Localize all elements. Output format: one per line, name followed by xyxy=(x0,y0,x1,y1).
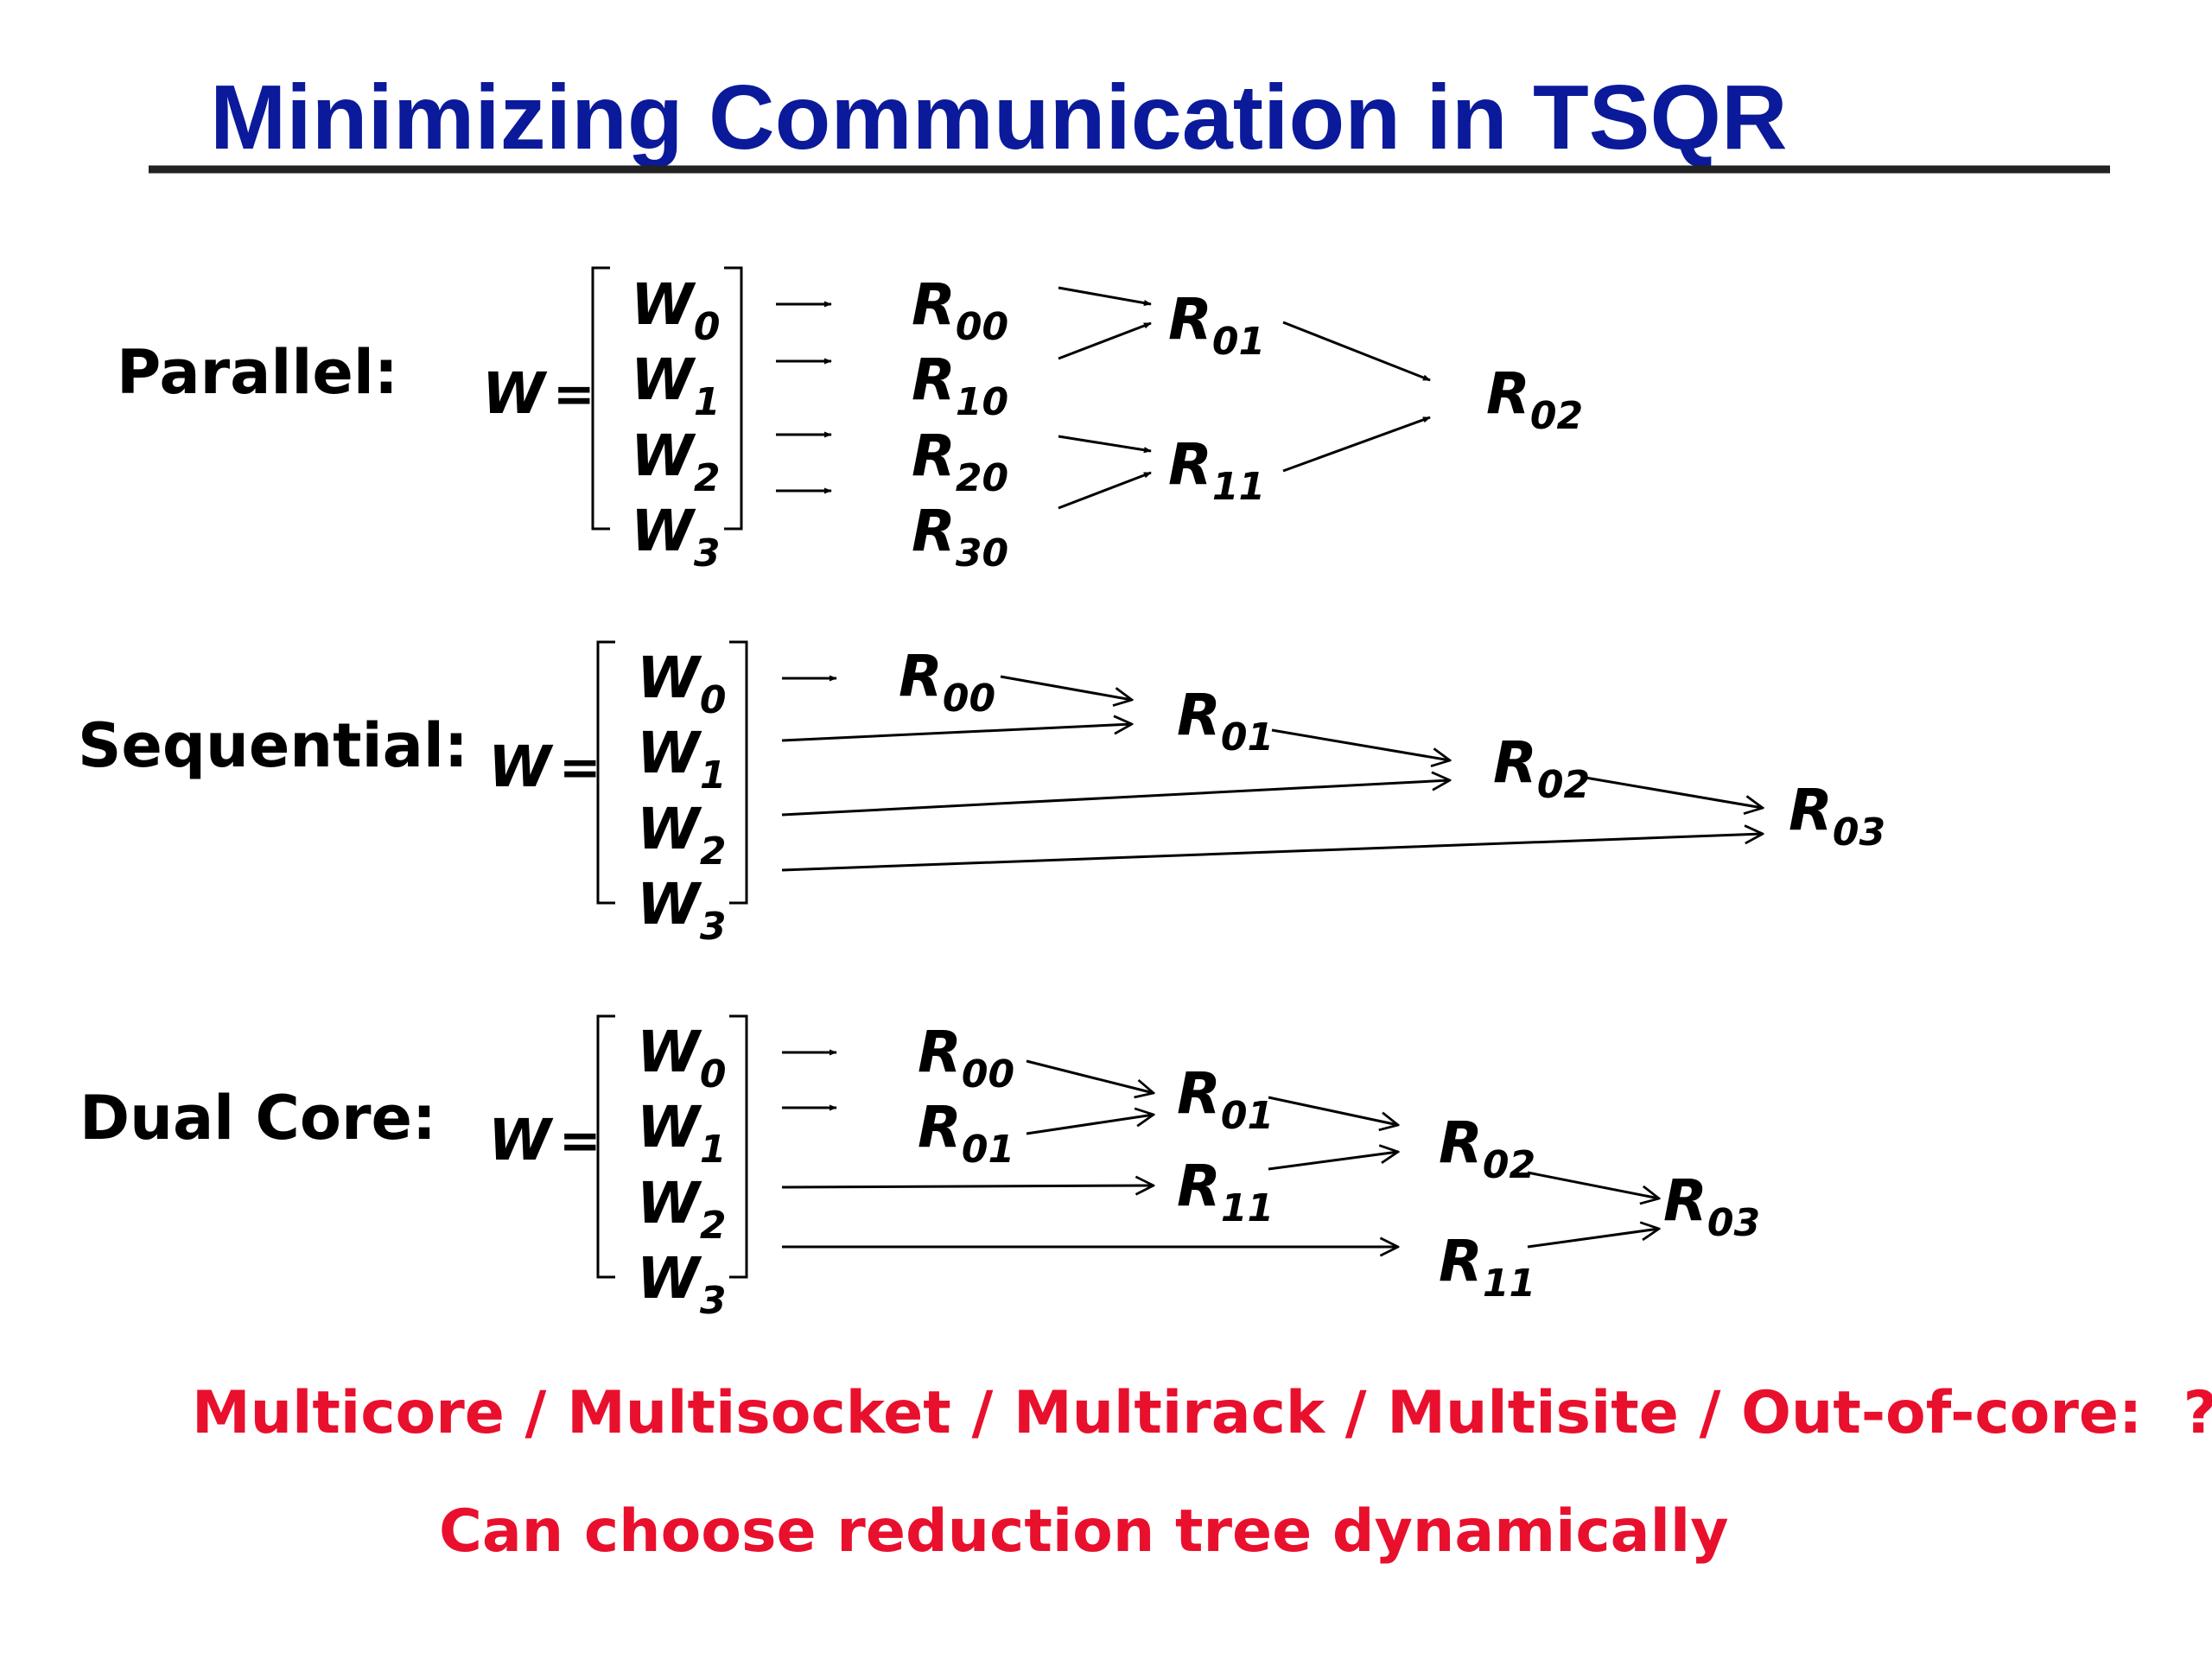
arrow xyxy=(1058,321,1152,360)
arrow xyxy=(1058,471,1152,510)
r-node: R10 xyxy=(912,346,1008,424)
arrow xyxy=(1527,1229,1659,1249)
r-node: R02 xyxy=(1493,729,1590,807)
matrix-block: W2 xyxy=(637,796,726,874)
r-node: R11 xyxy=(1168,431,1265,509)
matrix-block: W1 xyxy=(637,1094,726,1172)
section-label-parallel: Parallel: xyxy=(117,337,398,408)
r-node: R00 xyxy=(918,1019,1014,1096)
arrow xyxy=(1026,1115,1154,1135)
section-label-dual-core: Dual Core: xyxy=(79,1083,436,1154)
matrix-equation-parallel: W = xyxy=(482,266,743,531)
matrix-block: W3 xyxy=(637,1245,726,1323)
footer-line-1: Multicore / Multisocket / Multirack / Mu… xyxy=(192,1379,2212,1447)
parallel-arrows xyxy=(776,286,1431,510)
arrow xyxy=(781,724,1132,742)
dual-core-nodes: R00 R01 R01 R11 R02 R11 R03 xyxy=(918,1019,1760,1306)
r-node: R03 xyxy=(1789,777,1885,855)
arrow xyxy=(781,1185,1154,1187)
matrix-blocks: W0 W1 W2 W3 xyxy=(631,271,720,575)
arrow xyxy=(781,834,1763,872)
matrix-name: W xyxy=(488,1107,554,1173)
right-bracket xyxy=(729,1014,748,1279)
matrix-block: W0 xyxy=(637,1019,726,1096)
matrix-block: W3 xyxy=(631,498,720,575)
matrix-blocks: W0 W1 W2 W3 xyxy=(637,1019,726,1323)
equals-sign: = xyxy=(559,738,601,797)
sequential-section: Sequential: W = W0 W1 W2 W3 R00 R01 R02 xyxy=(78,640,1885,949)
matrix-equation-sequential: W = xyxy=(488,640,748,905)
r-node: R01 xyxy=(918,1094,1014,1172)
right-bracket xyxy=(729,640,748,905)
arrow xyxy=(781,780,1450,817)
equals-sign: = xyxy=(553,365,595,423)
left-bracket xyxy=(596,640,615,905)
matrix-block: W2 xyxy=(631,423,720,500)
r-node: R01 xyxy=(1168,286,1265,364)
arrow xyxy=(1000,675,1132,700)
matrix-block: W3 xyxy=(637,871,726,949)
footer-line-2: Can choose reduction tree dynamically xyxy=(439,1497,1729,1566)
parallel-section: Parallel: W = W0 W1 W2 W3 R00 xyxy=(117,266,1583,575)
dual-core-section: Dual Core: W = W0 W1 W2 W3 R00 xyxy=(79,1014,1760,1323)
matrix-equation-dual-core: W = xyxy=(488,1014,748,1279)
parallel-nodes: R00 R10 R20 R30 R01 R11 R02 xyxy=(912,271,1583,575)
matrix-block: W1 xyxy=(637,720,726,798)
r-node: R02 xyxy=(1486,360,1583,438)
arrow xyxy=(1026,1059,1154,1093)
arrow xyxy=(1058,435,1152,454)
arrow xyxy=(1282,321,1431,382)
matrix-block: W2 xyxy=(637,1170,726,1248)
left-bracket xyxy=(596,1014,615,1279)
section-label-sequential: Sequential: xyxy=(78,710,468,781)
r-node: R01 xyxy=(1177,1060,1274,1138)
arrow xyxy=(1282,416,1431,473)
sequential-nodes: R00 R01 R02 R03 xyxy=(899,643,1885,855)
matrix-name: W xyxy=(488,734,554,800)
right-bracket xyxy=(724,266,743,531)
arrow xyxy=(1527,1171,1659,1198)
arrow xyxy=(1585,776,1763,808)
r-node: R20 xyxy=(912,423,1008,500)
matrix-block: W1 xyxy=(631,346,720,424)
matrix-name: W xyxy=(482,360,548,427)
sequential-arrows xyxy=(781,675,1763,872)
r-node: R01 xyxy=(1177,682,1274,760)
r-node: R11 xyxy=(1177,1153,1274,1230)
arrow xyxy=(1271,728,1450,760)
r-node: R30 xyxy=(912,498,1008,575)
equals-sign: = xyxy=(559,1111,601,1170)
r-node: R00 xyxy=(899,643,995,721)
arrow xyxy=(1268,1096,1398,1125)
matrix-block: W0 xyxy=(637,645,726,722)
left-bracket xyxy=(591,266,610,531)
matrix-blocks: W0 W1 W2 W3 xyxy=(637,645,726,949)
r-node: R03 xyxy=(1663,1167,1760,1245)
page-title: Minimizing Communication in TSQR xyxy=(210,67,1788,168)
matrix-block: W0 xyxy=(631,271,720,349)
arrow xyxy=(1268,1152,1398,1171)
dual-core-arrows xyxy=(781,1049,1659,1249)
r-node: R00 xyxy=(912,271,1008,349)
r-node: R11 xyxy=(1439,1228,1535,1306)
r-node: R02 xyxy=(1439,1109,1535,1187)
arrow xyxy=(1058,286,1152,307)
